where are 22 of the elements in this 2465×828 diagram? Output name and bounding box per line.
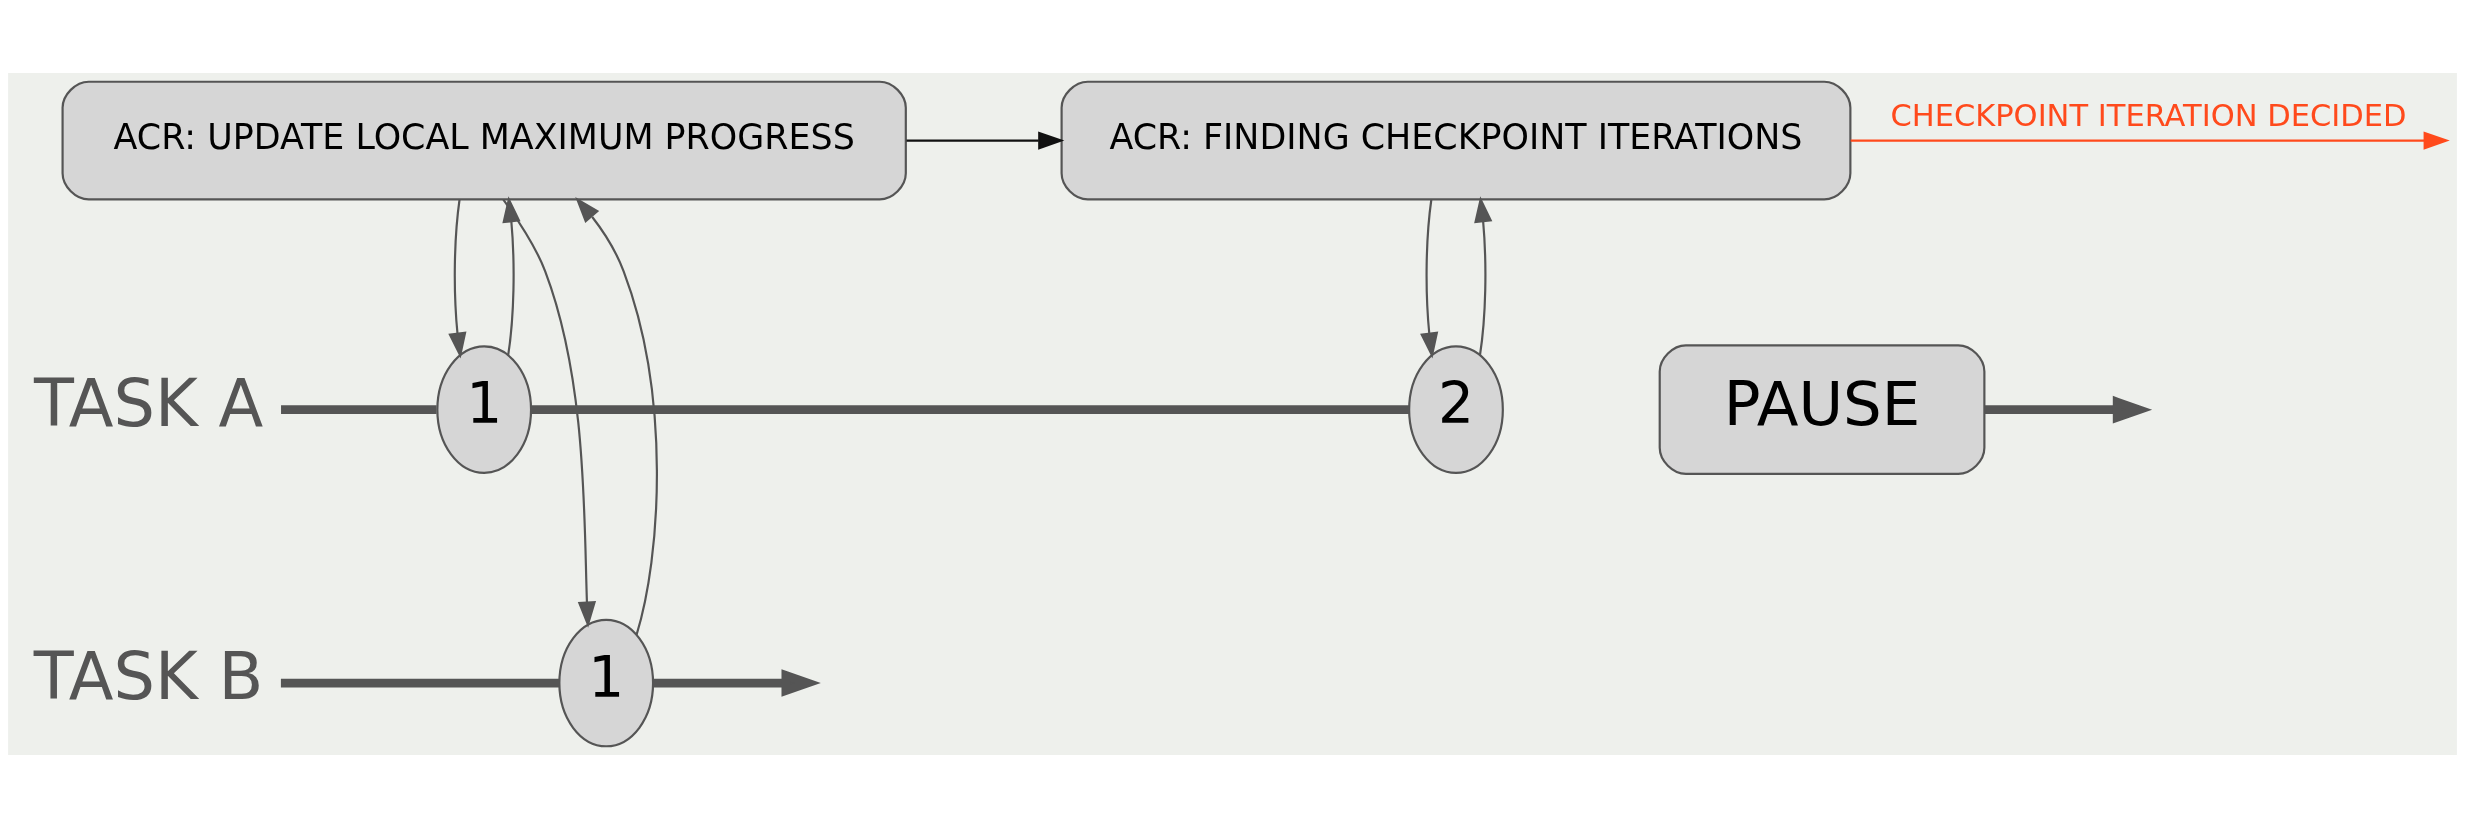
arrow: [502, 196, 521, 356]
node-ellipse: 1: [436, 345, 533, 474]
arrow: [1420, 199, 1439, 359]
arrow: [502, 198, 597, 628]
node-text: TASK A: [33, 364, 264, 441]
node-box: PAUSE: [1658, 344, 1986, 475]
connector: [281, 405, 437, 414]
arrow: [448, 199, 467, 359]
node-text: TASK B: [33, 638, 264, 715]
node-box: ACR: UPDATE LOCAL MAXIMUM PROGRESS: [61, 80, 907, 201]
arrow: [1850, 131, 2450, 150]
connector: [280, 678, 560, 688]
arrow: [575, 197, 658, 636]
node-box: ACR: FINDING CHECKPOINT ITERATIONS: [1060, 80, 1852, 201]
node-ellipse: 1: [558, 618, 655, 748]
arrow: [653, 669, 821, 697]
arrow: [1984, 395, 2153, 424]
node-ellipse: 2: [1408, 345, 1504, 474]
arrow: [1474, 196, 1493, 356]
arrow: [906, 131, 1065, 150]
connector: [531, 405, 1410, 414]
edge-label: CHECKPOINT ITERATION DECIDED: [1890, 97, 2407, 133]
